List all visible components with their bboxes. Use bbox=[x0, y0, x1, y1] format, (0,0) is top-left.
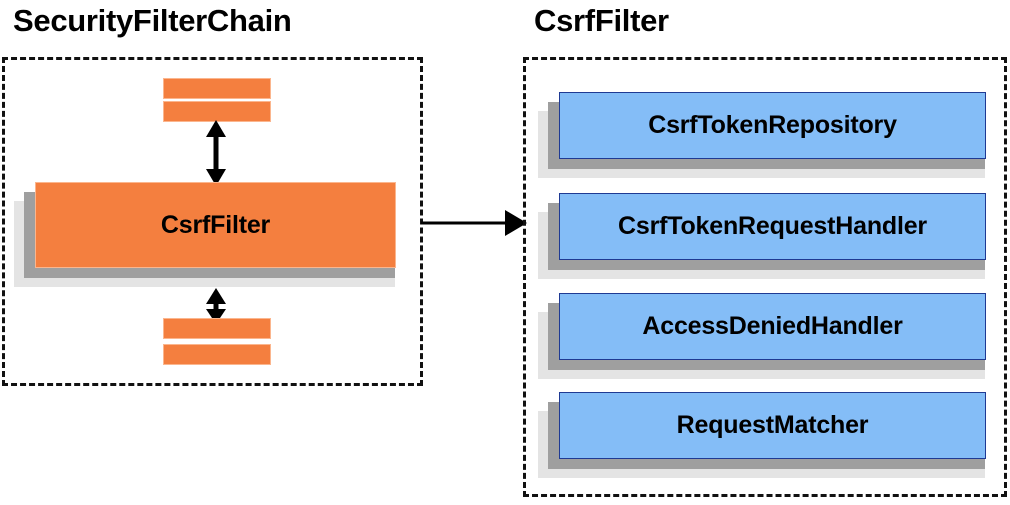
box-face: AccessDeniedHandler bbox=[559, 293, 986, 360]
filter-bar-top-2 bbox=[163, 101, 271, 122]
panel-title-csrf-filter: CsrfFilter bbox=[534, 3, 669, 38]
box-label-csrffilter: CsrfFilter bbox=[160, 210, 271, 239]
panel-csrf-filter bbox=[523, 57, 1007, 497]
filter-bar-bottom-1 bbox=[163, 318, 271, 339]
component-box-requestmatcher[interactable]: RequestMatcher bbox=[538, 392, 986, 478]
panel-title-security-filter-chain: SecurityFilterChain bbox=[13, 3, 292, 38]
component-label-accessdeniedhandler: AccessDeniedHandler bbox=[642, 312, 903, 340]
arrow-above-csrffilter bbox=[206, 120, 226, 186]
component-box-csrftokenrequesthandler[interactable]: CsrfTokenRequestHandler bbox=[538, 193, 986, 279]
arrow-chain-to-csrffilter bbox=[421, 210, 527, 236]
box-face: CsrfFilter bbox=[35, 182, 396, 268]
box-face: CsrfTokenRepository bbox=[559, 92, 986, 159]
filter-bar-bottom-2 bbox=[163, 344, 271, 365]
arrow-below-csrffilter bbox=[206, 288, 226, 324]
box-csrffilter[interactable]: CsrfFilter bbox=[14, 182, 396, 287]
box-face: RequestMatcher bbox=[559, 392, 986, 459]
component-label-csrftokenrequesthandler: CsrfTokenRequestHandler bbox=[618, 212, 927, 240]
box-face: CsrfTokenRequestHandler bbox=[559, 193, 986, 260]
component-box-csrftokenrepository[interactable]: CsrfTokenRepository bbox=[538, 92, 986, 178]
filter-bar-top-1 bbox=[163, 78, 271, 99]
component-box-accessdeniedhandler[interactable]: AccessDeniedHandler bbox=[538, 293, 986, 379]
component-label-requestmatcher: RequestMatcher bbox=[676, 411, 869, 439]
component-label-csrftokenrepository: CsrfTokenRepository bbox=[648, 111, 897, 139]
